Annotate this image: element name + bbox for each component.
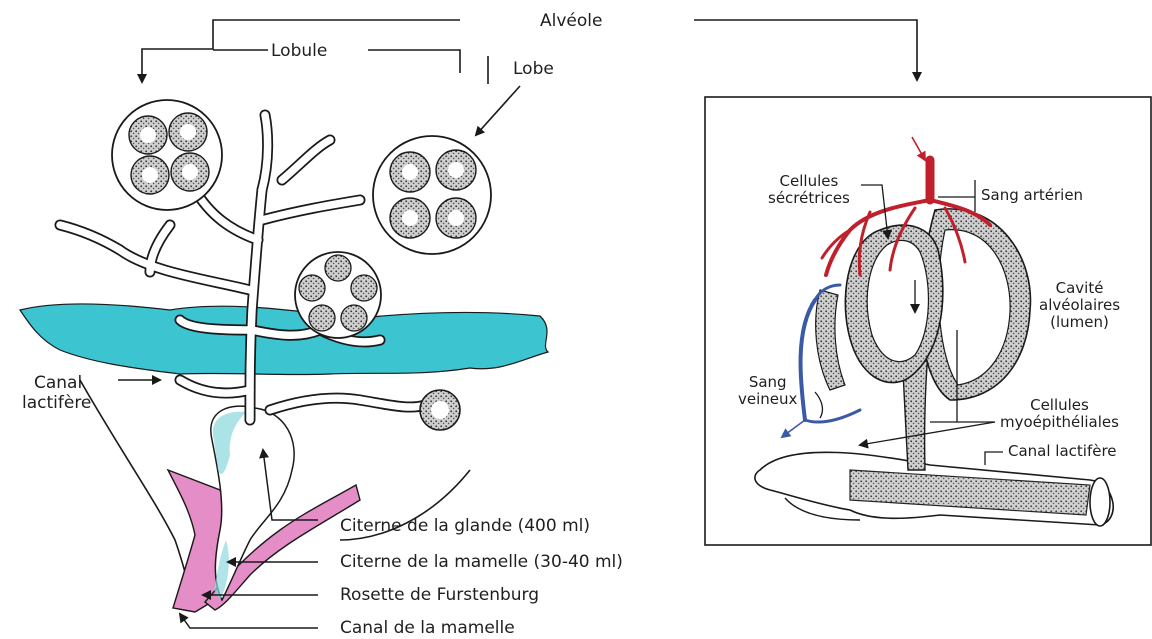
label-sang-veineux: Sang veineux [738,374,797,408]
label-cavite-line3: (lumen) [1039,314,1120,331]
label-canal-lactifere-left-line2: lactifère [22,393,91,413]
alveolus-lumen [867,240,928,361]
udder-outline-left [80,380,195,612]
label-lobe: Lobe [513,59,554,79]
label-canal-lactifere-left-line1: Canal [22,373,91,393]
label-citerne-glande: Citerne de la glande (400 ml) [340,516,590,536]
myoepithelial-left [816,290,845,390]
label-cavite-line1: Cavité [1039,280,1120,297]
label-cellules-myo: Cellules myoépithéliales [1000,397,1119,431]
label-cellules-myo-line1: Cellules [1000,397,1119,414]
label-cellules-secretrices: Cellules sécrétrices [768,173,850,207]
label-cellules-secretrices-line2: sécrétrices [768,190,850,207]
label-rosette: Rosette de Furstenburg [340,585,539,605]
canal-tube [755,452,1113,526]
label-cavite-line2: alvéolaires [1039,297,1120,314]
vein-outflow-arrow [782,420,805,437]
label-lobule: Lobule [271,41,327,61]
lobule-top-left [112,100,222,210]
label-alveole: Alvéole [540,11,602,31]
label-cavite: Cavité alvéolaires (lumen) [1039,280,1120,331]
label-cellules-secretrices-line1: Cellules [768,173,850,190]
label-canal-lactifere-right: Canal lactifère [1008,443,1117,460]
label-cellules-myo-line2: myoépithéliales [1000,414,1119,431]
alveolus-small [420,390,460,430]
label-sang-veineux-line2: veineux [738,391,797,408]
lobule-right [373,136,491,254]
label-sang-veineux-line1: Sang [738,374,797,391]
artery-inflow-arrow [912,137,925,160]
lobule-middle [295,252,381,338]
mammary-gland [20,100,548,628]
label-sang-arteriel: Sang artérien [981,187,1083,204]
label-canal-lactifere-left: Canal lactifère [22,373,91,413]
label-canal-mamelle: Canal de la mamelle [340,618,515,638]
label-citerne-mamelle: Citerne de la mamelle (30-40 ml) [340,552,623,572]
